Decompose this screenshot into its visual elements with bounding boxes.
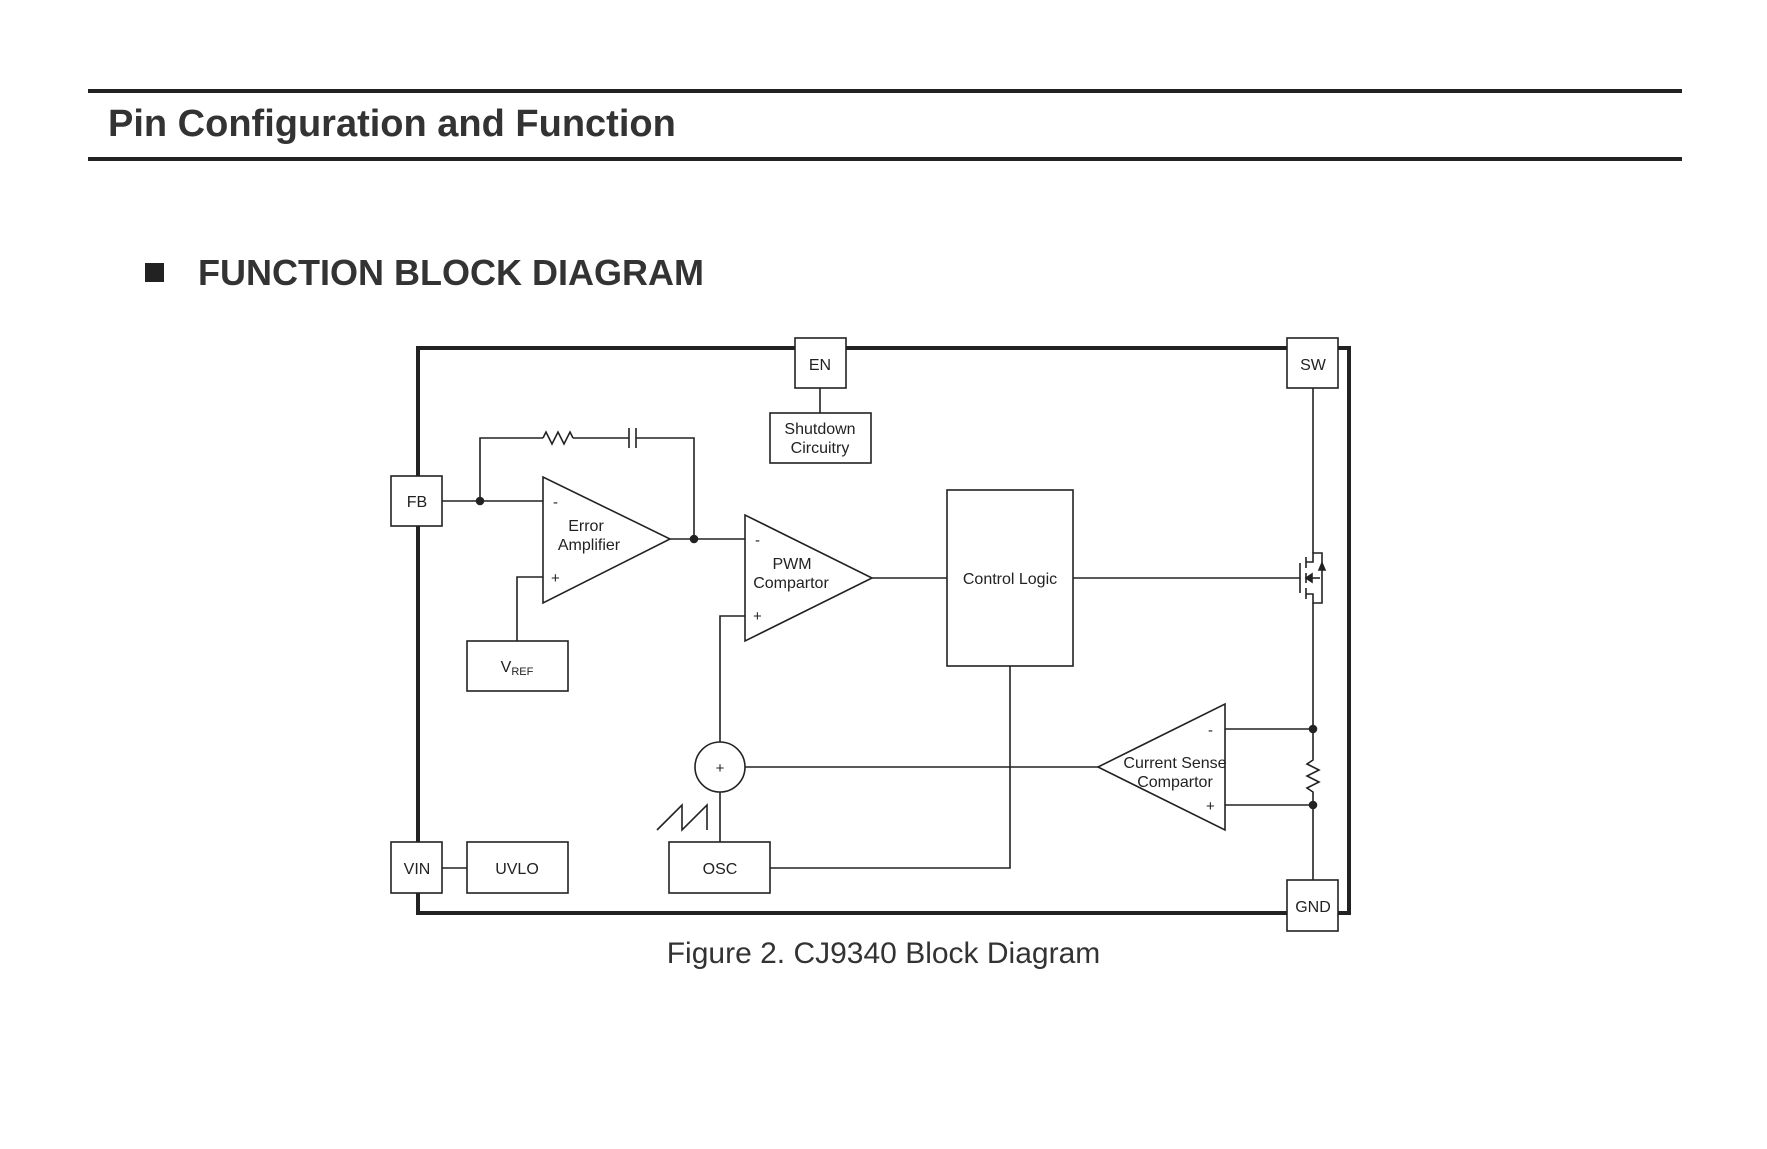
mosfet-switch-icon: [1299, 552, 1327, 604]
uvlo-block: [466, 841, 569, 894]
current-sense-label-line1: Current Sense: [1123, 755, 1226, 772]
current-sense-label-line2: Compartor: [1137, 774, 1213, 791]
subsection-title: FUNCTION BLOCK DIAGRAM: [198, 252, 704, 293]
current-sense-plus-sign: +: [1206, 798, 1215, 815]
figure-caption: Figure 2. CJ9340 Block Diagram: [666, 937, 1101, 970]
error-amp-label-line1: Error: [568, 518, 604, 535]
shutdown-label-line2: Circuitry: [791, 440, 850, 457]
sawtooth-waveform-icon: [656, 803, 708, 832]
error-amplifier-triangle: [542, 475, 672, 605]
vref-label-subscript: REF: [511, 666, 533, 678]
chip-outline: [416, 346, 1351, 915]
shutdown-circuitry-block: [769, 412, 872, 464]
error-amp-minus-sign: -: [553, 494, 558, 511]
vref-block: [466, 640, 569, 692]
pwm-minus-sign: -: [755, 532, 760, 549]
bottom-rule: [88, 157, 1682, 161]
pin-gnd-label: GND: [1295, 899, 1331, 916]
error-amp-plus-sign: +: [551, 570, 560, 587]
current-sense-minus-sign: -: [1208, 722, 1213, 739]
pwm-label-line1: PWM: [772, 556, 811, 573]
pin-en-label: EN: [809, 357, 831, 374]
summer-plus-label: +: [716, 760, 725, 777]
pin-fb-label: FB: [407, 494, 427, 511]
pin-sw-label: SW: [1300, 357, 1327, 374]
pwm-label-line2: Compartor: [753, 575, 829, 592]
error-amp-label-line2: Amplifier: [558, 537, 621, 554]
current-sense-comparator-triangle: [1096, 702, 1226, 832]
vref-label-main: V: [501, 659, 512, 676]
sense-resistor: [1305, 757, 1321, 805]
pin-vin-label: VIN: [404, 861, 431, 878]
top-rule: [88, 89, 1682, 93]
section-title: Pin Configuration and Function: [108, 103, 676, 145]
pwm-plus-sign: +: [753, 608, 762, 625]
uvlo-label: UVLO: [495, 861, 539, 878]
feedback-resistor: [542, 430, 574, 446]
osc-label: OSC: [703, 861, 738, 878]
shutdown-label-line1: Shutdown: [784, 421, 855, 438]
vref-label: VREF: [501, 659, 534, 678]
control-logic-label: Control Logic: [963, 571, 1057, 588]
pin-gnd-box: [1286, 879, 1339, 932]
square-bullet-icon: [145, 263, 164, 282]
pwm-comparator-triangle: [744, 513, 874, 643]
